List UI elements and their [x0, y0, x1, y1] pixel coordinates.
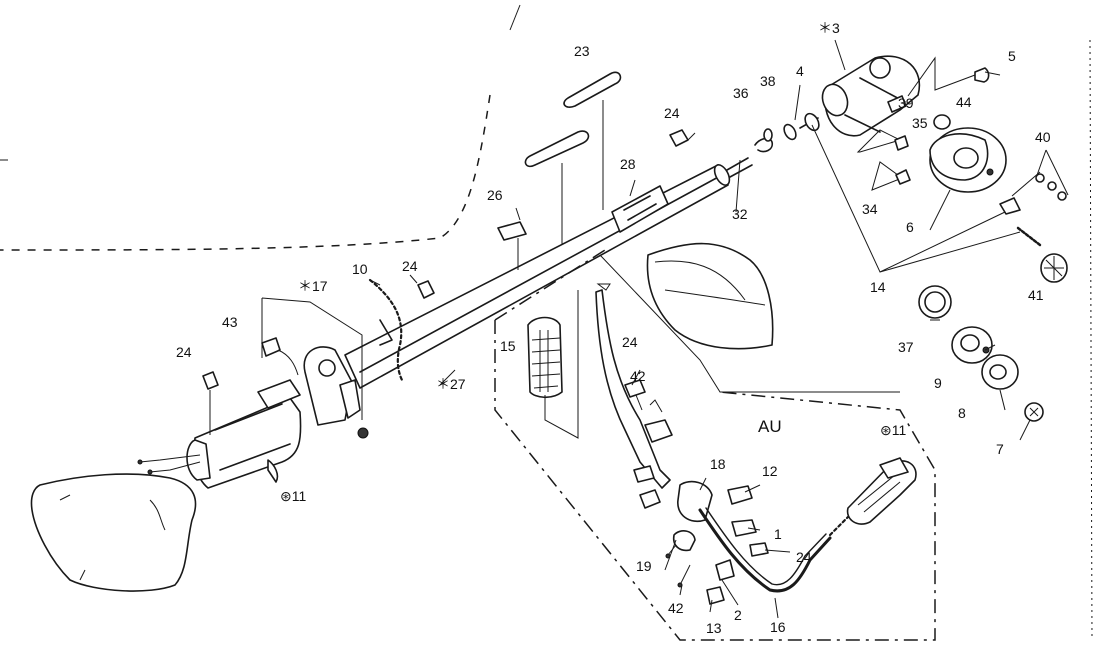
callout-38: 38 — [760, 73, 776, 89]
callout-9: 9 — [934, 375, 942, 391]
callout-18: 18 — [710, 456, 726, 472]
callout-44: 44 — [956, 94, 972, 110]
cover-strips — [517, 71, 622, 270]
gearbox-boot — [30, 473, 197, 592]
leader-14 — [811, 124, 1021, 273]
callout-1: 1 — [774, 526, 782, 542]
callout-7: 7 — [996, 441, 1004, 457]
callout-8: 8 — [958, 405, 966, 421]
callout-26: 26 — [487, 187, 503, 203]
callout-3: ＊3 — [818, 20, 840, 36]
combination-switch-6 — [929, 127, 1007, 193]
tilt-bracket — [261, 297, 369, 439]
callout-24-upper: 24 — [664, 105, 680, 121]
callout-4: 4 — [796, 63, 804, 79]
au-variant-box — [494, 249, 936, 641]
callout-35: 35 — [912, 115, 928, 131]
horn-contact-41 — [1040, 253, 1068, 283]
callout-11-au: ⊛11 — [880, 422, 906, 438]
steering-column-shaft — [344, 157, 753, 389]
washer-44 — [933, 114, 951, 130]
callout-5: 5 — [1008, 48, 1016, 64]
switch-parts-40 — [999, 149, 1069, 247]
callout-6: 6 — [906, 219, 914, 235]
screws-34-35 — [856, 129, 911, 191]
callout-39: 39 — [898, 95, 914, 111]
callout-24-left: 24 — [176, 344, 192, 360]
callout-leaders — [369, 39, 1031, 619]
au-bracket-11 — [846, 457, 917, 525]
callout-42-lower: 42 — [668, 600, 684, 616]
callout-2: 2 — [734, 607, 742, 623]
au-lever-16 — [698, 507, 852, 593]
wire-harness-10 — [368, 278, 404, 382]
au-control-rod — [595, 283, 671, 489]
callout-11-lower: ⊛11 — [280, 488, 306, 504]
callout-36: 36 — [733, 85, 749, 101]
callout-13: 13 — [706, 620, 722, 636]
callout-24-mid: 24 — [402, 258, 418, 274]
callout-labels: ＊3 5 23 36 38 4 39 44 35 40 24 28 32 26 … — [176, 20, 1051, 636]
callout-24-lower: 24 — [796, 549, 812, 565]
column-lock-assembly — [754, 55, 990, 153]
callout-34: 34 — [862, 201, 878, 217]
callout-15: 15 — [500, 338, 516, 354]
callout-28: 28 — [620, 156, 636, 172]
background-lines — [0, 4, 1093, 641]
callout-43: 43 — [222, 314, 238, 330]
steering-hub-parts — [918, 285, 1044, 422]
callout-14: 14 — [870, 279, 886, 295]
au-variant-label: AU — [758, 417, 782, 436]
callout-40: 40 — [1035, 129, 1051, 145]
callout-37: 37 — [898, 339, 914, 355]
callout-41: 41 — [1028, 287, 1044, 303]
callout-23: 23 — [574, 43, 590, 59]
clip-43 — [261, 337, 299, 376]
callout-16: 16 — [770, 619, 786, 635]
callout-12: 12 — [762, 463, 778, 479]
lower-column-housing — [137, 379, 302, 489]
callout-27: ＊27 — [436, 376, 466, 392]
callout-10: 10 — [352, 261, 368, 277]
callout-19: 19 — [636, 558, 652, 574]
pads — [202, 129, 689, 435]
callout-24-au: 24 — [622, 334, 638, 350]
column-shroud — [599, 242, 900, 393]
callout-32: 32 — [732, 206, 748, 222]
callout-17: ＊17 — [298, 278, 328, 294]
callout-42-upper: 42 — [630, 368, 646, 384]
spring-sleeve-15 — [527, 290, 579, 439]
